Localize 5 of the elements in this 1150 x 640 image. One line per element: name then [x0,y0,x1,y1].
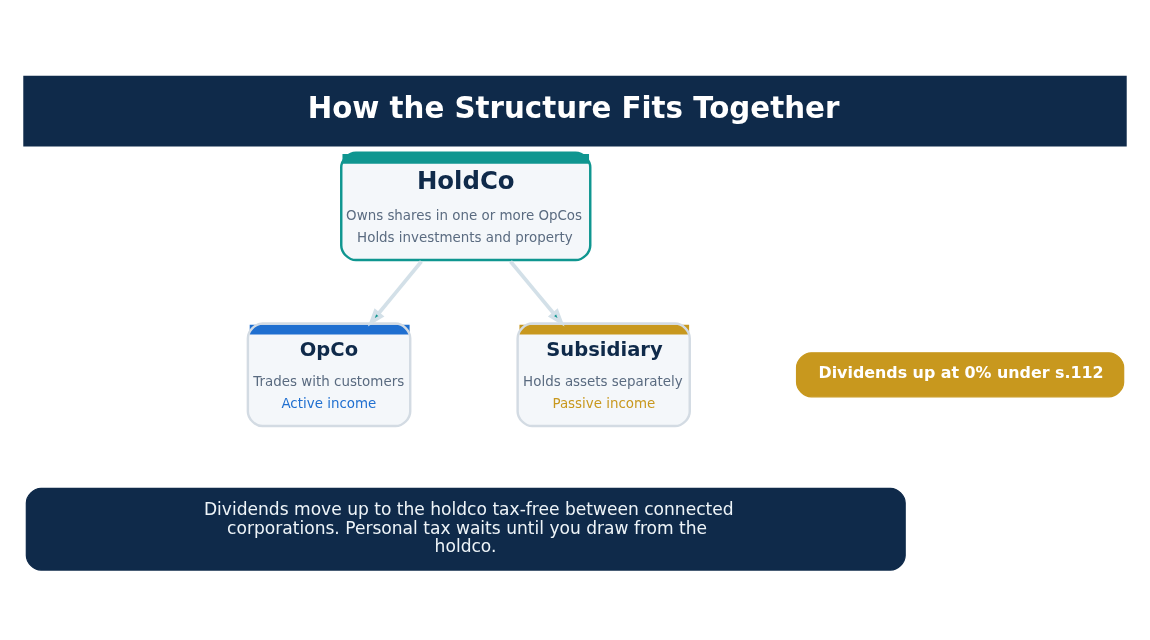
arrow [367,259,423,326]
diagram-title: How the Structure Fits Together [307,90,840,125]
node-box: Dividends move up to the holdco tax-free between connected corporations. Personal tax waits until you draw from the holdco. [25,487,906,571]
node-box: Dividends up at 0% under s.112 [795,351,1125,397]
arrow [509,259,565,326]
